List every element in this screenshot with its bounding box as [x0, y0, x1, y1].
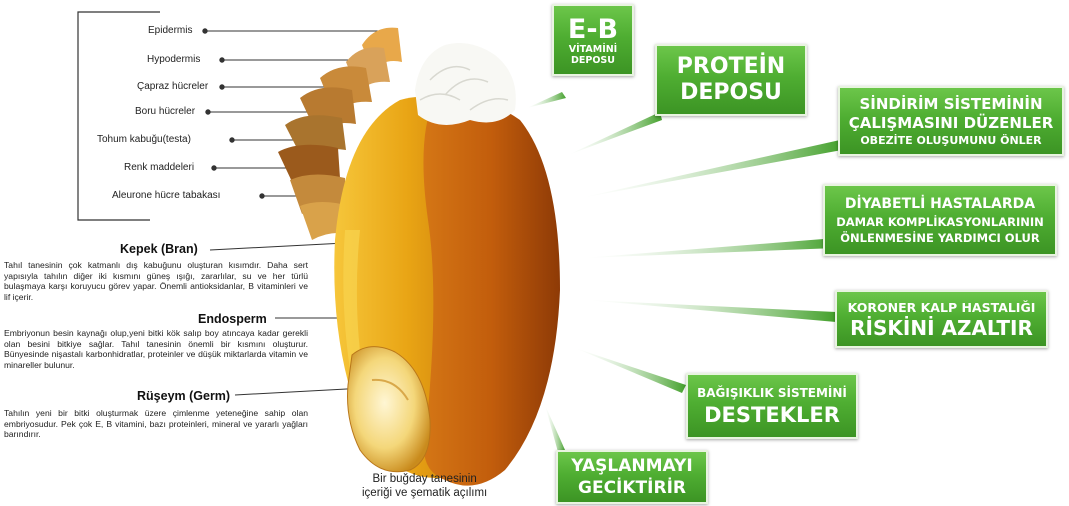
benefit-diabetes-line-1: DİYABETLİ HASTALARDA — [845, 195, 1035, 214]
layer-label-cross-cells: Çapraz hücreler — [137, 81, 208, 92]
bran-title: Kepek (Bran) — [120, 242, 198, 256]
benefit-heart: KORONER KALP HASTALIĞI RİSKİNİ AZALTIR — [835, 290, 1048, 348]
benefit-protein-line-2: DEPOSU — [680, 80, 782, 106]
benefit-aging-line-1: YAŞLANMAYI — [571, 455, 692, 477]
germ-title: Rüşeym (Germ) — [137, 389, 230, 403]
benefit-diabetes-line-3: ÖNLENMESİNE YARDIMCI OLUR — [840, 230, 1039, 246]
benefit-digestion: SİNDİRİM SİSTEMİNİN ÇALIŞMASINI DÜZENLER… — [838, 86, 1064, 156]
layer-label-epidermis: Epidermis — [148, 25, 192, 36]
germ-description: Tahılın yeni bir bitki oluşturmak üzere … — [4, 408, 308, 440]
benefit-diabetes-line-2: DAMAR KOMPLİKASYONLARININ — [836, 214, 1044, 230]
endosperm-title: Endosperm — [198, 312, 267, 326]
caption-line-2: içeriği ve şematik açılımı — [362, 486, 487, 500]
benefit-eb-line-2: VİTAMİNİ — [569, 44, 617, 55]
benefit-eb-line-3: DEPOSU — [571, 55, 615, 66]
layer-label-aleurone: Aleurone hücre tabakası — [112, 190, 220, 201]
layer-label-tube-cells: Boru hücreler — [135, 106, 195, 117]
benefit-immune-line-1: BAĞIŞIKLIK SİSTEMİNİ — [697, 385, 847, 402]
caption-line-1: Bir buğday tanesinin — [362, 472, 487, 486]
diagram-caption: Bir buğday tanesinin içeriği ve şematik … — [362, 472, 487, 500]
benefit-protein-line-1: PROTEİN — [677, 54, 785, 80]
layer-label-pigment: Renk maddeleri — [124, 162, 194, 173]
benefit-digestion-line-2: ÇALIŞMASINI DÜZENLER — [849, 114, 1054, 133]
benefit-heart-line-1: KORONER KALP HASTALIĞI — [848, 299, 1036, 316]
grain-outer-bran — [423, 100, 560, 486]
benefit-eb-vitamin: E-B VİTAMİNİ DEPOSU — [552, 4, 634, 76]
benefit-digestion-line-3: OBEZİTE OLUŞUMUNU ÖNLER — [860, 133, 1041, 148]
benefit-eb-line-1: E-B — [568, 15, 618, 44]
layer-label-seed-coat: Tohum kabuğu(testa) — [97, 134, 191, 145]
layer-label-hypodermis: Hypodermis — [147, 54, 200, 65]
benefit-aging: YAŞLANMAYI GECİKTİRİR — [556, 450, 708, 504]
bran-description: Tahıl tanesinin çok katmanlı dış kabuğun… — [4, 260, 308, 302]
benefit-diabetes: DİYABETLİ HASTALARDA DAMAR KOMPLİKASYONL… — [823, 184, 1057, 256]
endosperm-description: Embriyonun besin kaynağı olup,yeni bitki… — [4, 328, 308, 370]
benefit-aging-line-2: GECİKTİRİR — [578, 477, 686, 499]
benefit-immune: BAĞIŞIKLIK SİSTEMİNİ DESTEKLER — [686, 373, 858, 439]
benefit-heart-line-2: RİSKİNİ AZALTIR — [850, 316, 1033, 340]
brush-hairs — [415, 43, 516, 125]
benefit-digestion-line-1: SİNDİRİM SİSTEMİNİN — [859, 95, 1042, 114]
benefit-immune-line-2: DESTEKLER — [704, 402, 840, 428]
benefit-protein: PROTEİN DEPOSU — [655, 44, 807, 116]
